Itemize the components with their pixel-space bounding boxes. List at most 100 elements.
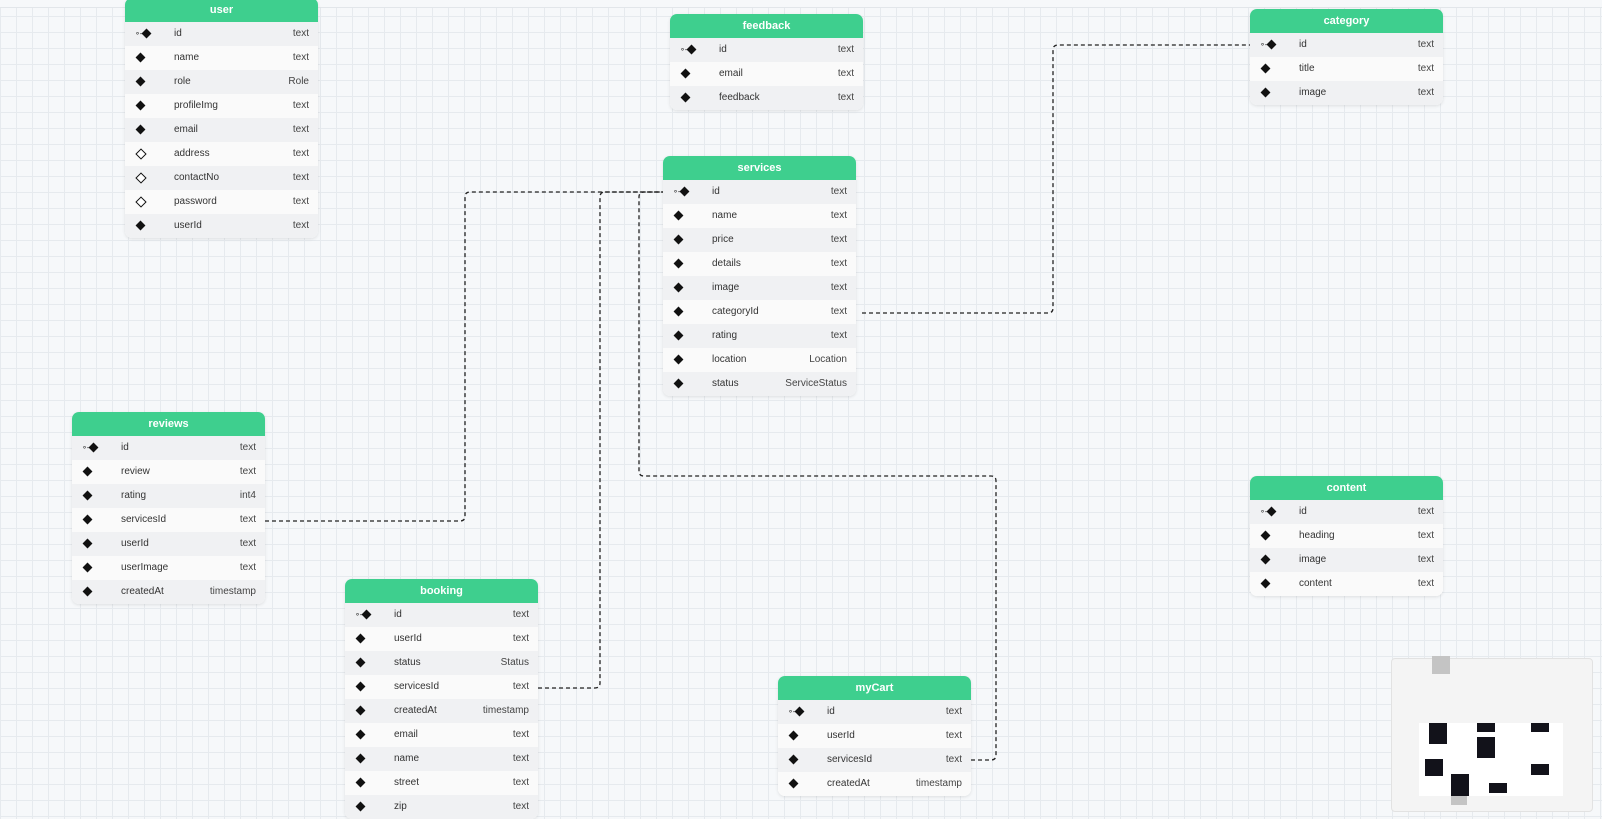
column-type: text — [512, 609, 529, 620]
column-name: content — [1299, 578, 1332, 589]
column-name: email — [174, 124, 198, 135]
filled-diamond-icon — [355, 657, 366, 668]
table-user[interactable]: user∘—idtextnametextroleRoleprofileImgte… — [125, 0, 318, 238]
filled-diamond-icon — [355, 705, 366, 716]
filled-diamond-icon — [788, 730, 799, 741]
column-name: status — [394, 657, 421, 668]
table-header[interactable]: user — [125, 0, 318, 22]
filled-diamond-icon — [1260, 530, 1271, 541]
column-name: password — [174, 196, 217, 207]
column-type: text — [512, 801, 529, 812]
minimap-node — [1531, 764, 1549, 775]
column-type: Role — [288, 76, 309, 87]
table-header[interactable]: services — [663, 156, 856, 180]
filled-diamond-icon — [1260, 554, 1271, 565]
table-booking[interactable]: booking∘—idtextuserIdtextstatusStatusser… — [345, 579, 538, 819]
minimap-viewport[interactable] — [1419, 723, 1563, 796]
minimap[interactable] — [1391, 656, 1593, 812]
table-header[interactable]: content — [1250, 476, 1443, 500]
table-header[interactable]: feedback — [670, 14, 863, 38]
table-reviews[interactable]: reviews∘—idtextreviewtextratingint4servi… — [72, 412, 265, 604]
table-content[interactable]: content∘—idtextheadingtextimagetextconte… — [1250, 476, 1443, 596]
column-type: text — [837, 44, 854, 55]
table-services[interactable]: services∘—idtextnametextpricetextdetails… — [663, 156, 856, 396]
key-icon: ∘— — [788, 700, 801, 724]
table-header[interactable]: booking — [345, 579, 538, 603]
table-header[interactable]: reviews — [72, 412, 265, 436]
filled-diamond-icon — [82, 562, 93, 573]
table-header[interactable]: myCart — [778, 676, 971, 700]
edge-booking-servicesId-to-services-id — [538, 191, 668, 689]
filled-diamond-icon — [680, 68, 691, 79]
filled-diamond-icon — [355, 633, 366, 644]
column-name: id — [827, 706, 835, 717]
column-name: email — [719, 68, 743, 79]
column-type: text — [1417, 506, 1434, 517]
filled-diamond-icon — [673, 330, 684, 341]
column-name: name — [712, 210, 738, 221]
column-name: details — [712, 258, 741, 269]
column-name: id — [1299, 39, 1307, 50]
column-type: text — [292, 220, 309, 231]
column-name: location — [712, 354, 747, 365]
outline-diamond-icon — [135, 172, 147, 184]
table-header[interactable]: category — [1250, 9, 1443, 33]
filled-diamond-icon — [355, 729, 366, 740]
minimap-node — [1425, 759, 1443, 776]
filled-diamond-icon — [135, 76, 146, 87]
table-body: ∘—idtextnametextroleRoleprofileImgtextem… — [125, 22, 318, 238]
key-icon: ∘— — [680, 38, 693, 62]
table-mycart[interactable]: myCart∘—idtextuserIdtextservicesIdtextcr… — [778, 676, 971, 796]
